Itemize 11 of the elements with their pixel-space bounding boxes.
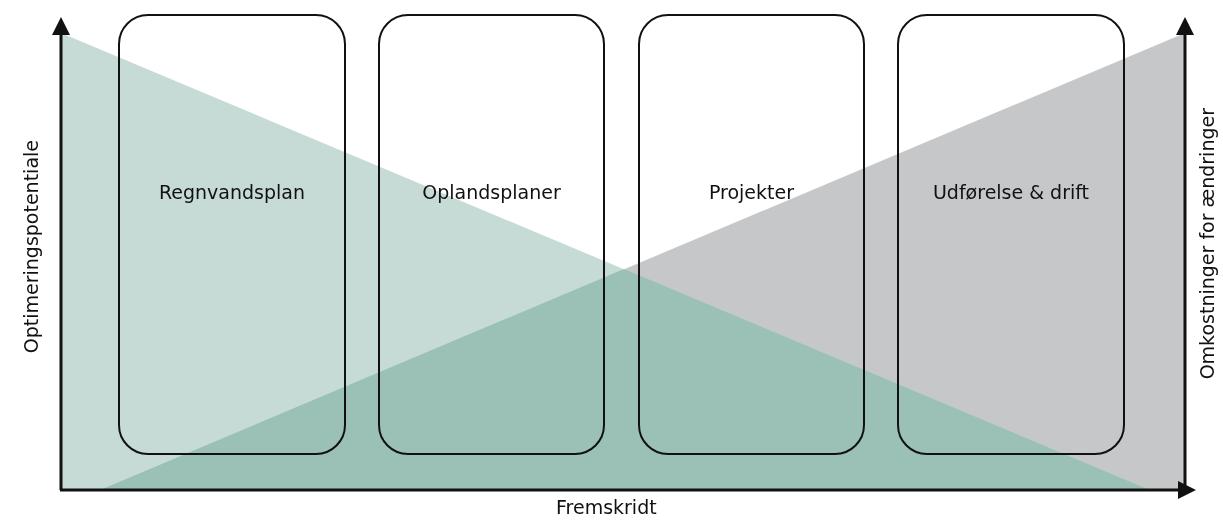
stage-label: Oplandsplaner <box>422 181 561 203</box>
stage-frame <box>118 14 346 455</box>
stage-label: Udførelse & drift <box>932 181 1090 203</box>
stage-frame <box>378 14 605 455</box>
axis-title: Omkostninger for ændringer <box>1196 108 1218 380</box>
axis-title: Optimeringspotentiale <box>20 140 42 354</box>
stage-label: Regnvandsplan <box>158 181 306 203</box>
axis-title: Fremskridt <box>556 496 657 518</box>
stage-frame <box>638 14 865 455</box>
stage-label: Projekter <box>708 181 795 203</box>
stage-frame <box>897 14 1125 455</box>
